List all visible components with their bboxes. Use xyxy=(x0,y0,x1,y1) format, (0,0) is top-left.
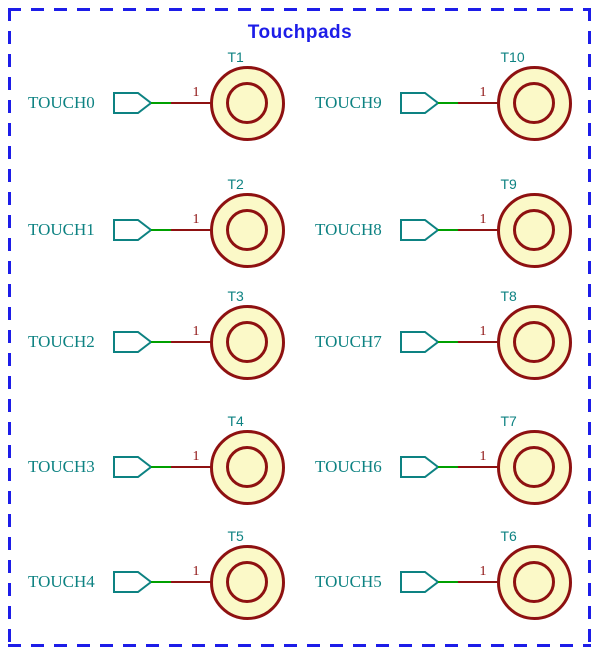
wire-red-segment xyxy=(171,581,212,583)
pad-designator: T9 xyxy=(500,176,517,192)
wire-red-segment xyxy=(171,229,212,231)
net-label: TOUCH5 xyxy=(315,572,382,591)
net-label: TOUCH6 xyxy=(315,457,382,476)
pad-inner-ring xyxy=(226,81,268,124)
pad-inner-ring xyxy=(226,320,268,363)
pad-inner-ring xyxy=(226,560,268,603)
wire-green-segment xyxy=(151,341,171,343)
sheet-border-left xyxy=(8,8,11,647)
net-label: TOUCH4 xyxy=(28,572,95,591)
pad-designator: T2 xyxy=(227,176,244,192)
pad-inner-ring xyxy=(513,445,555,488)
wire-green-segment xyxy=(438,229,458,231)
wire-red-segment xyxy=(458,229,499,231)
net-label: TOUCH1 xyxy=(28,220,95,239)
pad-inner-ring xyxy=(226,445,268,488)
wire-green-segment xyxy=(151,581,171,583)
pad-inner-ring xyxy=(513,560,555,603)
pad-designator: T1 xyxy=(227,49,244,65)
net-connector-symbol[interactable] xyxy=(400,456,439,478)
touchpad-pad[interactable] xyxy=(497,544,572,620)
pin-number: 1 xyxy=(192,449,200,464)
net-connector-symbol[interactable] xyxy=(400,219,439,241)
pin-number: 1 xyxy=(192,324,200,339)
pin-number: 1 xyxy=(479,212,487,227)
touchpad-pad[interactable] xyxy=(497,429,572,505)
pad-inner-ring xyxy=(513,81,555,124)
touchpad-pad[interactable] xyxy=(210,544,285,620)
wire-red-segment xyxy=(171,102,212,104)
sheet-border-right xyxy=(588,8,591,647)
pad-designator: T10 xyxy=(500,49,525,65)
net-connector-symbol[interactable] xyxy=(113,92,152,114)
net-connector-symbol[interactable] xyxy=(113,331,152,353)
pad-inner-ring xyxy=(513,320,555,363)
wire-red-segment xyxy=(458,341,499,343)
pin-number: 1 xyxy=(479,564,487,579)
wire-green-segment xyxy=(438,102,458,104)
pad-designator: T7 xyxy=(500,413,517,429)
net-label: TOUCH2 xyxy=(28,332,95,351)
pin-number: 1 xyxy=(192,564,200,579)
touchpad-pad[interactable] xyxy=(497,192,572,268)
touchpad-pad[interactable] xyxy=(497,65,572,141)
pad-designator: T3 xyxy=(227,288,244,304)
wire-red-segment xyxy=(171,466,212,468)
wire-green-segment xyxy=(151,466,171,468)
net-connector-symbol[interactable] xyxy=(400,92,439,114)
wire-red-segment xyxy=(458,466,499,468)
net-label: TOUCH8 xyxy=(315,220,382,239)
wire-red-segment xyxy=(458,102,499,104)
sheet-border-bottom xyxy=(8,644,591,647)
pad-inner-ring xyxy=(513,208,555,251)
pad-inner-ring xyxy=(226,208,268,251)
net-connector-symbol[interactable] xyxy=(113,219,152,241)
wire-red-segment xyxy=(458,581,499,583)
pin-number: 1 xyxy=(479,449,487,464)
net-connector-symbol[interactable] xyxy=(400,331,439,353)
net-label: TOUCH0 xyxy=(28,93,95,112)
wire-green-segment xyxy=(151,229,171,231)
pin-number: 1 xyxy=(192,85,200,100)
wire-red-segment xyxy=(171,341,212,343)
pad-designator: T5 xyxy=(227,528,244,544)
net-connector-symbol[interactable] xyxy=(113,456,152,478)
wire-green-segment xyxy=(438,341,458,343)
net-label: TOUCH7 xyxy=(315,332,382,351)
pad-designator: T8 xyxy=(500,288,517,304)
wire-green-segment xyxy=(151,102,171,104)
sheet-title: Touchpads xyxy=(247,22,353,43)
wire-green-segment xyxy=(438,466,458,468)
touchpad-pad[interactable] xyxy=(497,304,572,380)
net-label: TOUCH9 xyxy=(315,93,382,112)
net-connector-symbol[interactable] xyxy=(113,571,152,593)
pad-designator: T4 xyxy=(227,413,244,429)
net-label: TOUCH3 xyxy=(28,457,95,476)
pin-number: 1 xyxy=(479,324,487,339)
net-connector-symbol[interactable] xyxy=(400,571,439,593)
pin-number: 1 xyxy=(479,85,487,100)
pad-designator: T6 xyxy=(500,528,517,544)
touchpad-pad[interactable] xyxy=(210,429,285,505)
wire-green-segment xyxy=(438,581,458,583)
pin-number: 1 xyxy=(192,212,200,227)
sheet-border-top xyxy=(8,8,591,11)
touchpad-pad[interactable] xyxy=(210,192,285,268)
touchpad-pad[interactable] xyxy=(210,304,285,380)
touchpad-pad[interactable] xyxy=(210,65,285,141)
